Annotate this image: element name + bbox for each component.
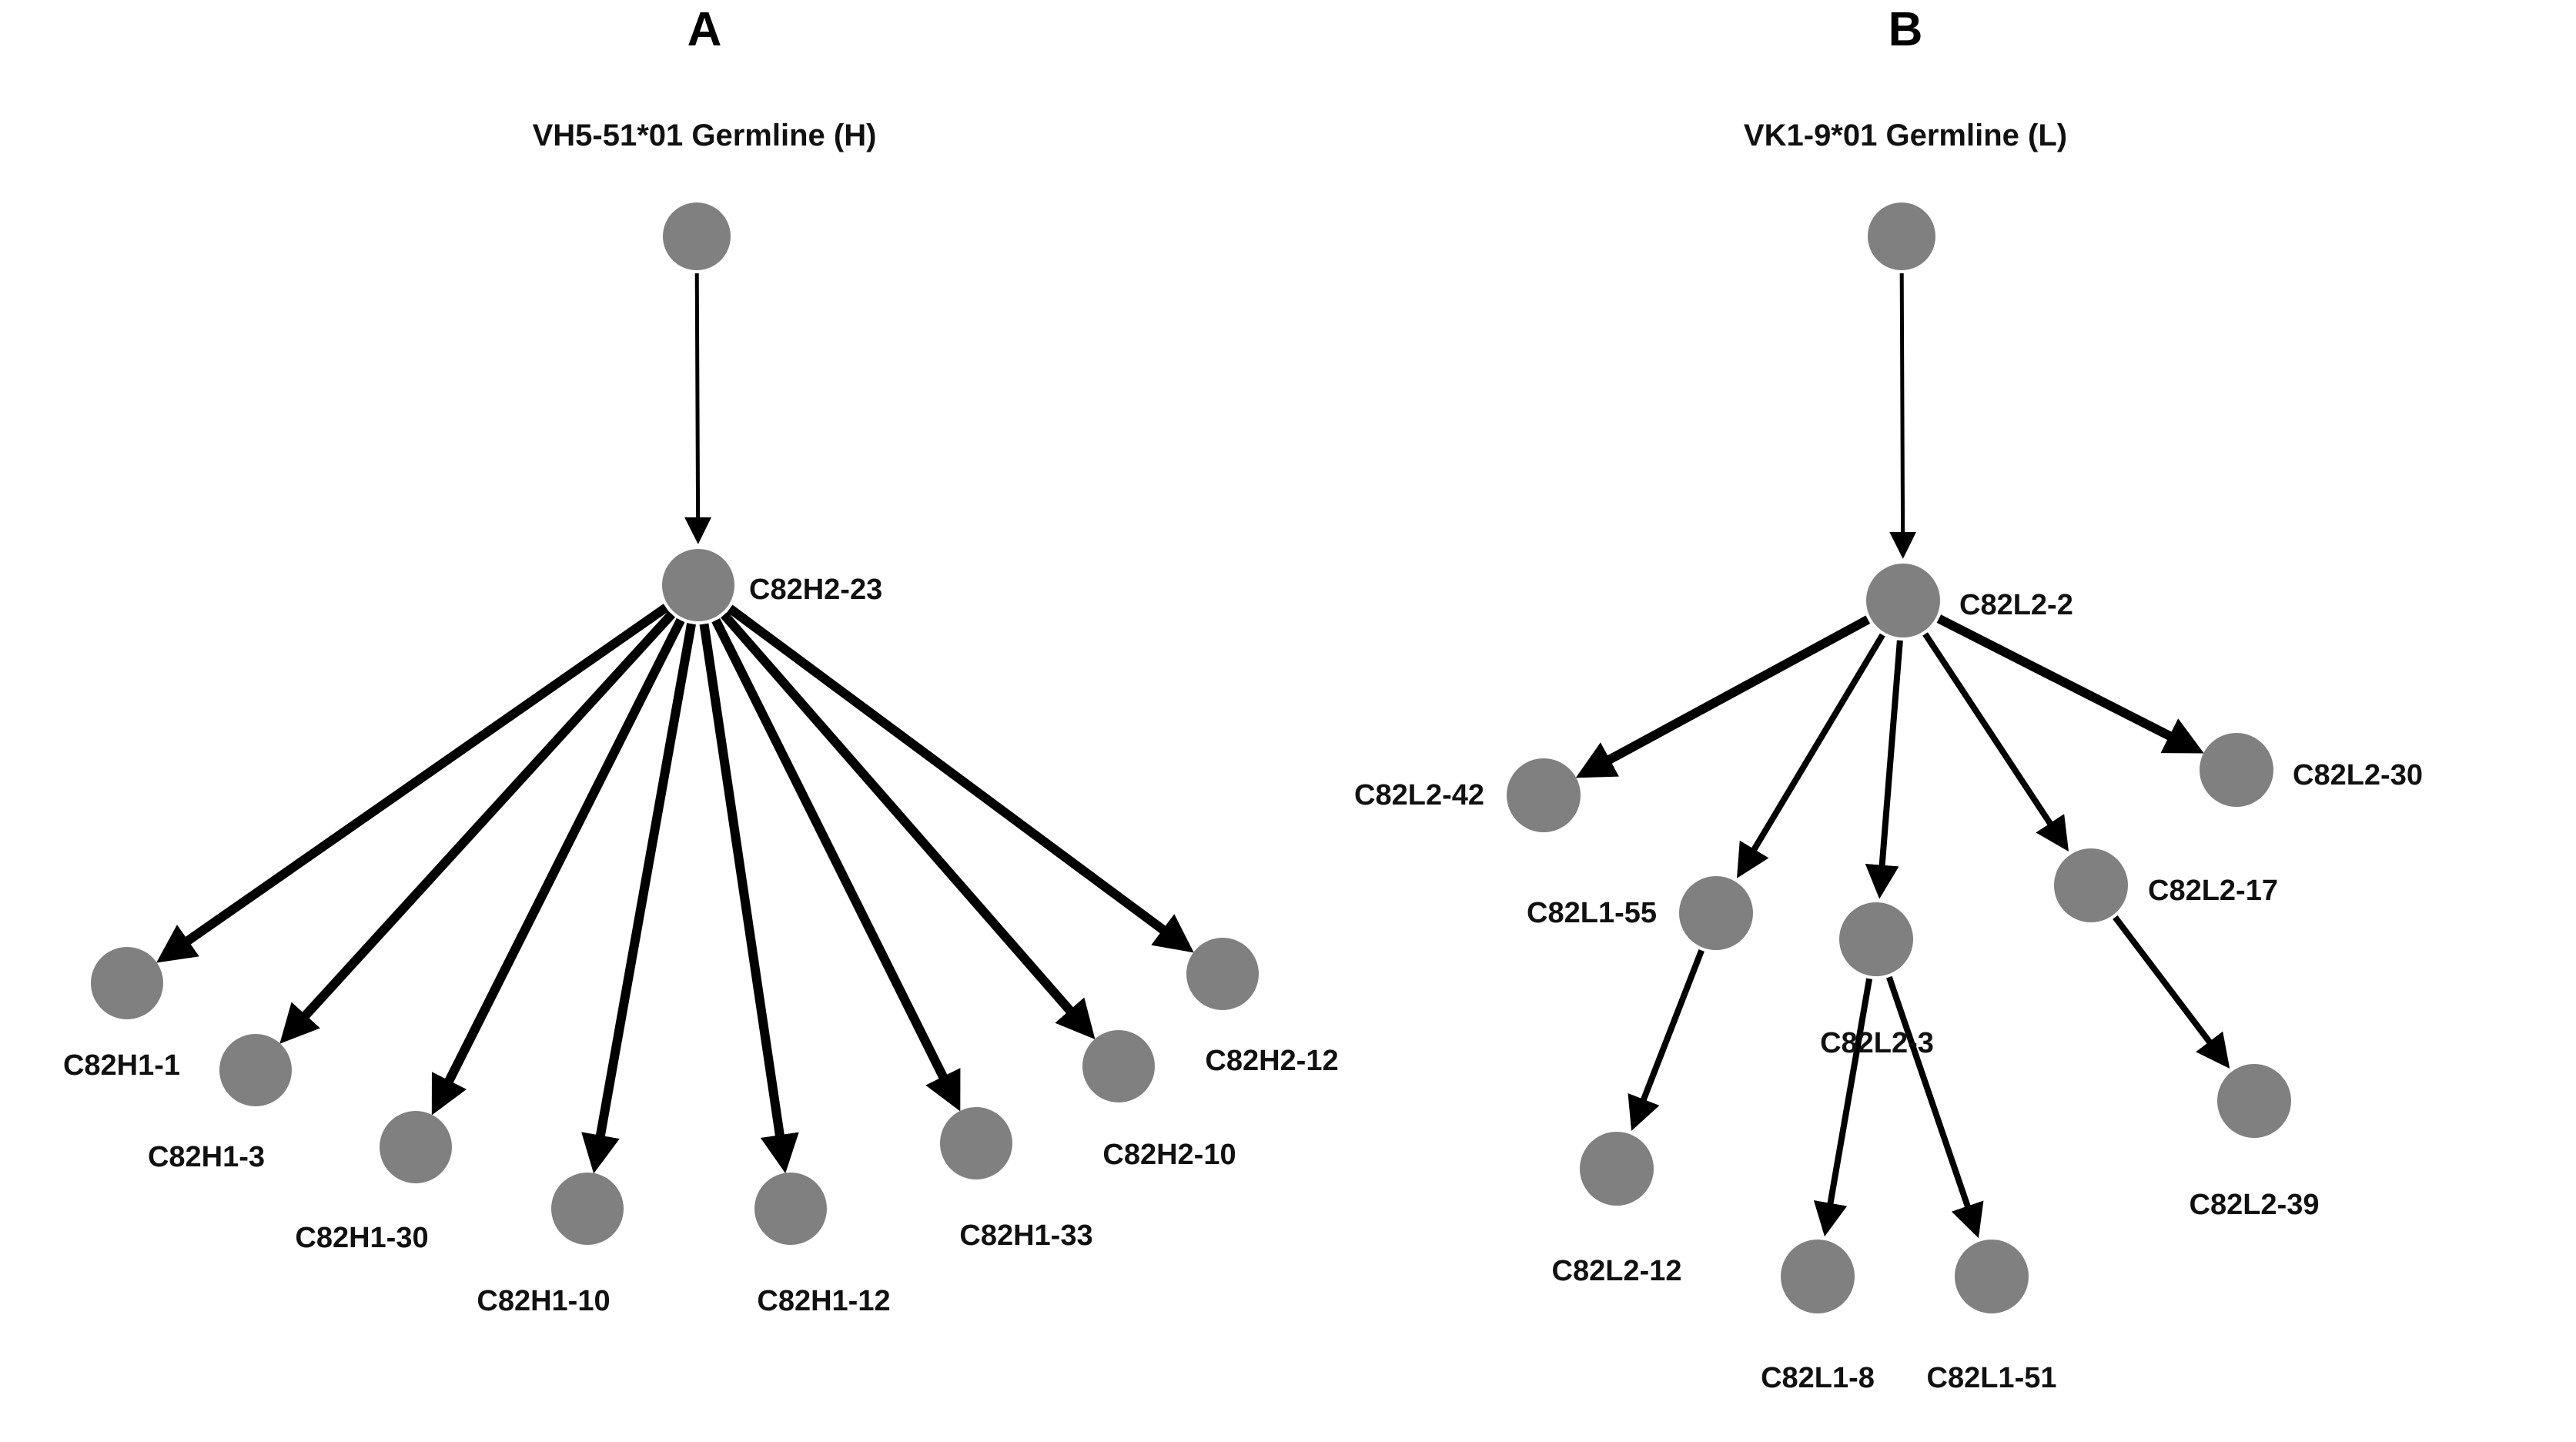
edge-C82L2-2-to-C82L2-17 <box>1922 632 2069 852</box>
clone-label-C82H1-10: C82H1-10 <box>477 1285 611 1317</box>
clone-node-C82H1-10[interactable] <box>551 1173 624 1245</box>
clone-node-C82H1-12[interactable] <box>754 1173 827 1245</box>
clone-node-C82L2-39[interactable] <box>2217 1064 2291 1138</box>
edge-C82H2-23-to-C82H1-10 <box>581 623 696 1174</box>
clone-node-C82L2-2[interactable] <box>1866 564 1940 637</box>
clone-label-C82L2-2: C82L2-2 <box>1959 589 2073 621</box>
clone-label-C82H1-30: C82H1-30 <box>295 1222 429 1254</box>
edge-C82H2-23-to-C82H1-3 <box>279 611 676 1044</box>
edge-germline-to-C82H2-23 <box>684 273 712 544</box>
clone-label-C82L1-55: C82L1-55 <box>1527 897 1657 929</box>
clone-label-C82L1-51: C82L1-51 <box>1926 1362 2057 1394</box>
clone-node-C82H2-10[interactable] <box>1082 1030 1155 1102</box>
clone-node-C82H1-1[interactable] <box>91 947 163 1019</box>
clone-node-C82H1-3[interactable] <box>219 1034 292 1106</box>
clone-label-C82H2-12: C82H2-12 <box>1205 1045 1339 1077</box>
edge-C82L2-3-to-C82L1-51 <box>1886 975 1984 1239</box>
panel-letter-b: B <box>1888 3 1923 56</box>
clone-label-C82L1-8: C82L1-8 <box>1761 1362 1875 1394</box>
edge-C82L2-2-to-C82L1-55 <box>1737 633 1885 878</box>
clone-node-C82L2-42[interactable] <box>1507 758 1581 832</box>
clone-label-C82H1-1: C82H1-1 <box>62 1049 181 1082</box>
germline-label: VK1-9*01 Germline (L) <box>1743 119 2068 152</box>
clone-label-C82H2-10: C82H2-10 <box>1102 1139 1236 1171</box>
edge-C82H2-23-to-C82H1-30 <box>431 617 685 1116</box>
edge-C82H2-23-to-C82H2-12 <box>727 604 1194 953</box>
germline-label: VH5-51*01 Germline (H) <box>532 119 877 152</box>
edge-C82L2-2-to-C82L2-3 <box>1865 640 1903 899</box>
clone-node-C82H1-30[interactable] <box>380 1111 452 1183</box>
germline-node-circle[interactable] <box>1868 202 1935 270</box>
clone-label-C82L2-3: C82L2-3 <box>1820 1027 1934 1059</box>
edge-germline-to-C82L2-2 <box>1889 273 1917 559</box>
clone-node-C82H2-23[interactable] <box>662 549 734 621</box>
edge-C82H2-23-to-C82H1-33 <box>711 617 961 1112</box>
clone-node-C82L2-17[interactable] <box>2054 848 2128 922</box>
clone-label-C82L2-30: C82L2-30 <box>2293 759 2423 791</box>
clone-label-C82L2-12: C82L2-12 <box>1551 1255 1682 1287</box>
clone-label-C82L2-17: C82L2-17 <box>2148 875 2278 907</box>
clone-label-C82H1-3: C82H1-3 <box>147 1141 266 1173</box>
panel-letter-a: A <box>687 3 722 56</box>
clone-node-C82L2-30[interactable] <box>2200 733 2273 807</box>
edge-C82H2-23-to-C82H2-10 <box>721 611 1096 1040</box>
clone-node-C82L1-51[interactable] <box>1955 1240 2029 1313</box>
edge-C82L1-55-to-C82L2-12 <box>1628 949 1705 1131</box>
clone-node-C82H2-12[interactable] <box>1186 938 1259 1010</box>
clone-node-C82H1-33[interactable] <box>940 1107 1012 1179</box>
clone-node-C82L2-12[interactable] <box>1580 1132 1654 1206</box>
clone-label-C82L2-39: C82L2-39 <box>2189 1189 2320 1221</box>
edge-C82L2-2-to-C82L2-30 <box>1936 614 2204 754</box>
edge-C82H2-23-to-C82H1-1 <box>156 604 669 963</box>
edge-C82L2-2-to-C82L2-42 <box>1575 615 1871 778</box>
edge-C82L2-3-to-C82L1-8 <box>1813 978 1873 1237</box>
germline-node-circle[interactable] <box>663 202 731 270</box>
clone-label-C82H2-23: C82H2-23 <box>749 574 883 606</box>
clone-label-C82H1-33: C82H1-33 <box>959 1220 1093 1252</box>
clone-node-C82L1-55[interactable] <box>1679 876 1753 950</box>
clone-node-C82L1-8[interactable] <box>1781 1240 1855 1313</box>
node-layer <box>91 202 2291 1313</box>
clone-node-C82L2-3[interactable] <box>1839 902 1913 976</box>
edge-layer <box>156 273 2230 1239</box>
edge-C82H2-23-to-C82H1-12 <box>699 623 799 1174</box>
edge-C82L2-17-to-C82L2-39 <box>2113 915 2230 1069</box>
clone-label-C82L2-42: C82L2-42 <box>1354 779 1484 811</box>
clone-label-C82H1-12: C82H1-12 <box>757 1285 891 1317</box>
